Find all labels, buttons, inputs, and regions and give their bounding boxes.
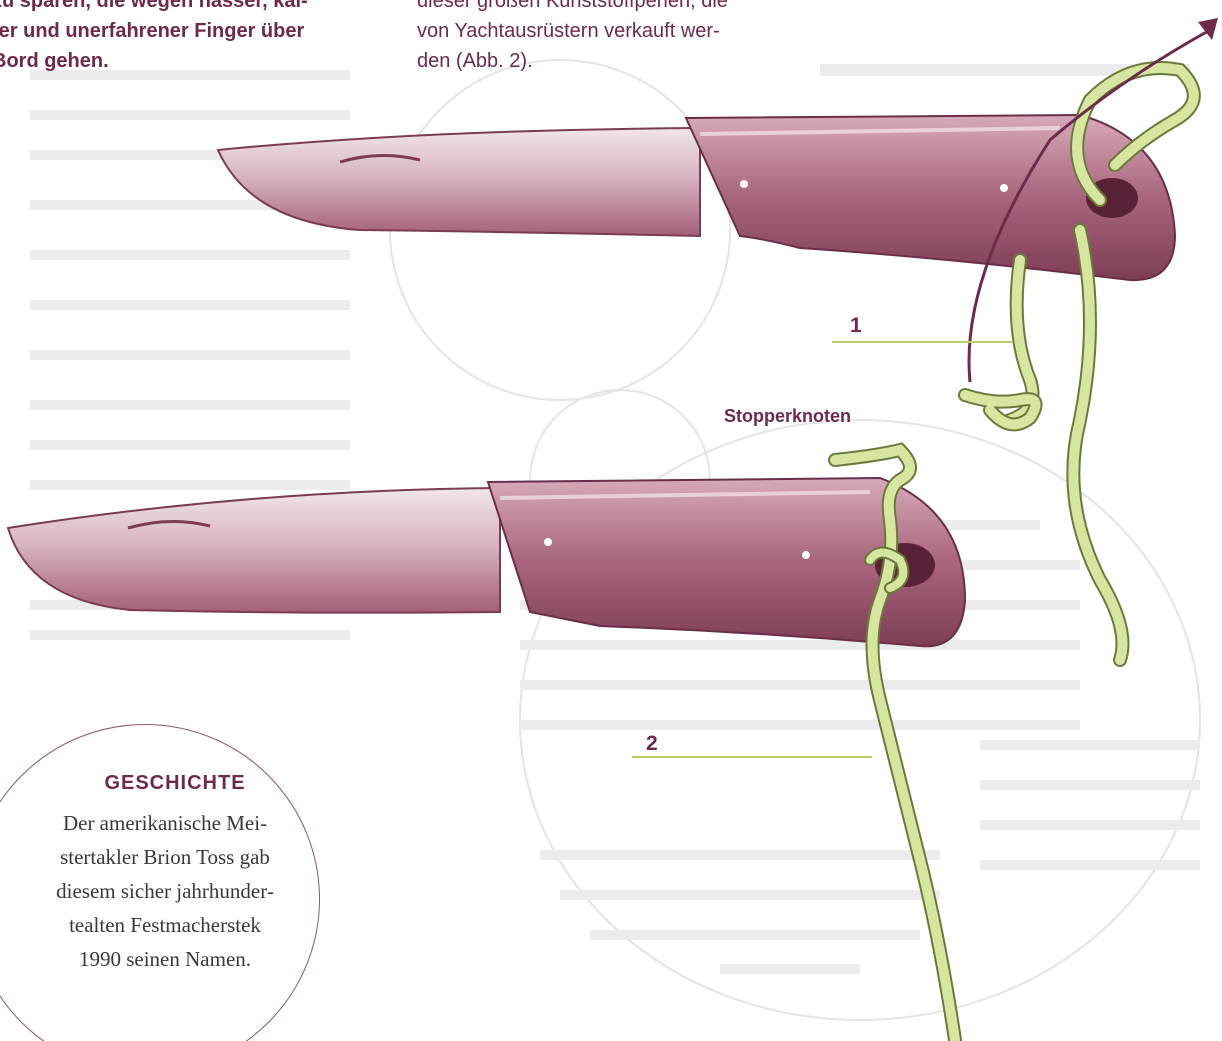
middle-column-text: dieser großen Kunststoffperlen, die von …: [417, 0, 797, 76]
history-line: stertakler Brion Toss gab: [20, 840, 310, 874]
history-line: tealten Festmacherstek: [20, 908, 310, 942]
history-line: Der amerikanische Mei-: [20, 806, 310, 840]
knife-1: [218, 115, 1175, 280]
text-line: ter und unerfahrener Finger über: [0, 16, 352, 46]
text-line: Bord gehen.: [0, 46, 352, 76]
left-column-text: zu sparen, die wegen nasser, kal- ter un…: [0, 0, 352, 76]
figure-2-label: 2: [646, 732, 658, 756]
history-title: GESCHICHTE: [0, 772, 350, 795]
knife-icon: [218, 115, 1175, 280]
history-text: Der amerikanische Mei- stertakler Brion …: [20, 806, 310, 976]
text-line: dieser großen Kunststoffperlen, die: [417, 0, 797, 16]
text-line: zu sparen, die wegen nasser, kal-: [0, 0, 352, 16]
stopper-knot-label: Stopperknoten: [724, 406, 851, 427]
history-line: diesem sicher jahrhunder-: [20, 874, 310, 908]
knife-2: [8, 478, 965, 646]
text-line: von Yachtausrüstern verkauft wer-: [417, 16, 797, 46]
history-line: 1990 seinen Namen.: [20, 942, 310, 976]
knife-icon: [8, 478, 965, 646]
figure-1-label: 1: [850, 314, 862, 338]
text-line: den (Abb. 2).: [417, 46, 797, 76]
